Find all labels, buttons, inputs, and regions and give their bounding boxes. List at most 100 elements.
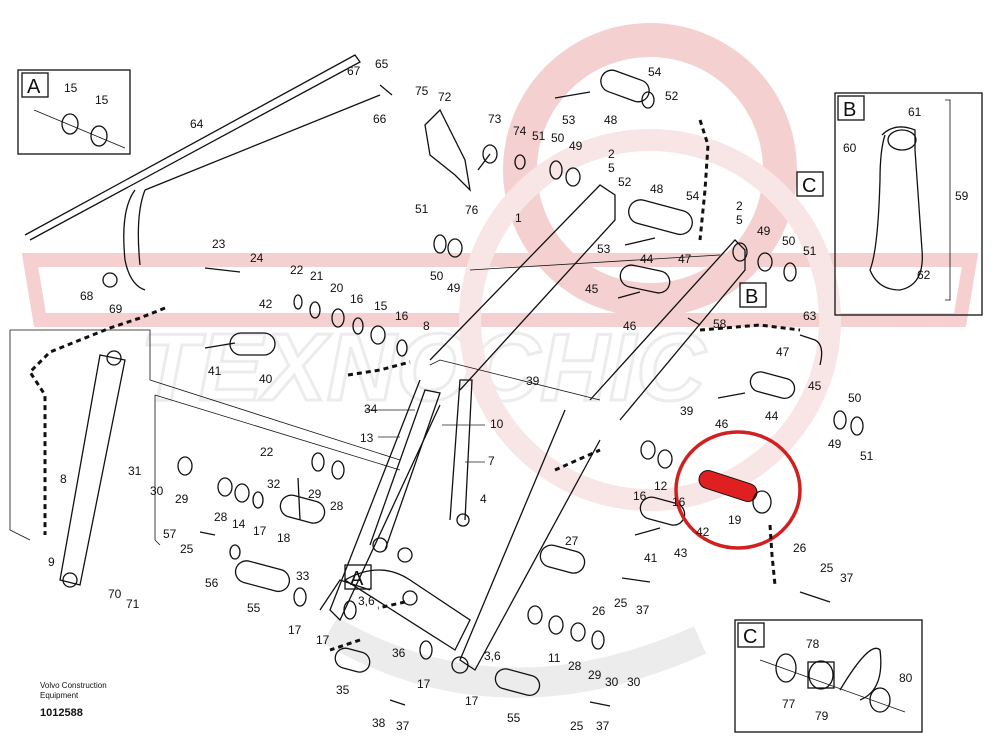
part-label-9: 9: [48, 555, 55, 569]
part-label-17: 17: [417, 677, 431, 691]
detail-box-a: A 15 15: [17, 69, 131, 155]
part-label-69: 69: [109, 302, 123, 316]
view-marker-b: B: [739, 282, 767, 308]
part-label-15: 15: [374, 299, 388, 313]
part-label-47: 47: [776, 345, 790, 359]
part-label-5: 5: [608, 161, 615, 175]
detail-box-b: B 61 60 59 62: [834, 92, 983, 316]
part-label-11: 11: [548, 651, 561, 665]
part-labels: 67 65 66 64 75 72 73 74 51 50 49 54 52 5…: [48, 57, 874, 733]
part-label-66: 66: [373, 112, 387, 126]
part-label-3-6: 3,6: [484, 649, 501, 663]
part-label-50: 50: [551, 131, 565, 145]
detail-a-label-15-left: 15: [64, 81, 78, 95]
part-label-57: 57: [163, 527, 177, 541]
detail-b-label-60: 60: [843, 141, 857, 155]
part-label-50: 50: [848, 391, 862, 405]
loader-frame: [24, 54, 864, 707]
part-label-41: 41: [208, 364, 222, 378]
part-label-25: 25: [180, 542, 194, 556]
part-label-36: 36: [392, 646, 406, 660]
part-label-42: 42: [696, 525, 710, 539]
part-label-3-6: 3,6: [358, 594, 375, 608]
part-label-76: 76: [465, 203, 479, 217]
part-label-30: 30: [150, 484, 164, 498]
part-label-25: 25: [570, 719, 584, 733]
part-label-25: 25: [614, 596, 628, 610]
part-label-43: 43: [674, 546, 688, 560]
part-label-50: 50: [782, 234, 796, 248]
part-label-33: 33: [296, 569, 310, 583]
part-label-50: 50: [430, 269, 444, 283]
part-label-32: 32: [267, 477, 281, 491]
part-label-52: 52: [618, 175, 632, 189]
part-label-44: 44: [765, 409, 779, 423]
part-label-29: 29: [308, 487, 322, 501]
part-label-71: 71: [126, 597, 140, 611]
highlighted-pin-19: [698, 470, 758, 502]
part-label-46: 46: [715, 417, 729, 431]
part-label-63: 63: [803, 309, 817, 323]
detail-c-label-78: 78: [806, 637, 820, 651]
view-marker-c: C: [796, 171, 824, 197]
part-label-37: 37: [840, 571, 854, 585]
part-label-25: 25: [820, 561, 834, 575]
caption-line-1: Volvo Construction: [40, 681, 107, 690]
detail-b-label-59: 59: [955, 189, 969, 203]
part-label-44: 44: [640, 252, 654, 266]
part-label-18: 18: [277, 531, 291, 545]
part-label-39: 39: [680, 404, 694, 418]
part-label-2: 2: [736, 199, 743, 213]
part-label-28: 28: [330, 499, 344, 513]
part-label-16: 16: [633, 489, 647, 503]
part-label-17: 17: [465, 694, 479, 708]
part-label-51: 51: [860, 449, 874, 463]
part-label-53: 53: [597, 242, 611, 256]
part-label-47: 47: [678, 252, 692, 266]
part-label-5: 5: [736, 213, 743, 227]
part-label-16: 16: [672, 495, 686, 509]
leader-lines: [9, 329, 485, 546]
part-label-30: 30: [627, 675, 641, 689]
part-label-38: 38: [372, 716, 386, 730]
part-label-17: 17: [253, 524, 267, 538]
part-label-42: 42: [259, 297, 273, 311]
part-label-23: 23: [212, 237, 226, 251]
part-label-49: 49: [447, 281, 461, 295]
part-label-12: 12: [654, 479, 668, 493]
part-label-10: 10: [490, 417, 504, 431]
part-label-55: 55: [507, 711, 521, 725]
part-label-14: 14: [232, 517, 246, 531]
part-label-49: 49: [757, 224, 771, 238]
part-label-26: 26: [592, 604, 606, 618]
part-label-17: 17: [316, 633, 330, 647]
part-label-17: 17: [288, 623, 302, 637]
part-label-1: 1: [515, 211, 522, 225]
dashed-group-lines: [28, 119, 801, 652]
part-label-19: 19: [728, 513, 742, 527]
part-label-54: 54: [648, 65, 662, 79]
part-label-26: 26: [793, 541, 807, 555]
part-label-65: 65: [375, 57, 389, 71]
part-label-20: 20: [330, 281, 344, 295]
part-label-37: 37: [596, 719, 610, 733]
part-label-48: 48: [604, 113, 618, 127]
detail-b-label-61: 61: [908, 105, 922, 119]
part-label-45: 45: [585, 282, 599, 296]
part-label-2: 2: [608, 147, 615, 161]
part-label-67: 67: [347, 64, 361, 78]
svg-text:B: B: [745, 286, 758, 308]
part-label-29: 29: [175, 492, 189, 506]
caption-line-2: Equipment: [40, 691, 79, 700]
watermark: TEXNOCHIC: [21, 23, 979, 698]
part-label-48: 48: [650, 182, 664, 196]
part-label-37: 37: [636, 603, 650, 617]
part-label-35: 35: [336, 683, 350, 697]
part-label-64: 64: [190, 117, 204, 131]
drawing-number: 1012588: [40, 707, 83, 719]
highlight-circle: [674, 430, 802, 550]
part-label-29: 29: [588, 668, 602, 682]
part-label-70: 70: [108, 587, 122, 601]
part-label-8: 8: [423, 319, 430, 333]
